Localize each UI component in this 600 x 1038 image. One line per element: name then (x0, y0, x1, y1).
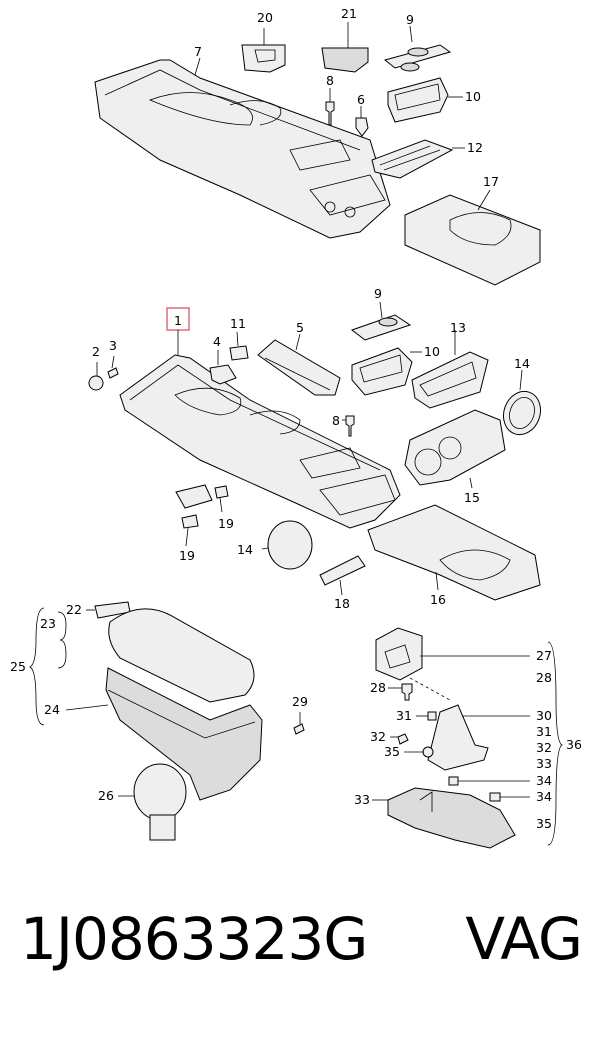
callout-22: 22 (66, 602, 82, 617)
callout-26: 26 (98, 788, 114, 803)
part-34-clip-a (448, 776, 459, 786)
part-number: 1J0863323G (20, 905, 368, 973)
callout-7: 7 (194, 44, 202, 59)
footer: 1J0863323G VAG (0, 905, 600, 1005)
part-6-clip (355, 117, 369, 137)
part-28-screw (401, 683, 413, 701)
part-8-screw-mid (345, 415, 355, 437)
leader-lines (29, 22, 563, 846)
callout-6: 6 (357, 92, 365, 107)
callout-10: 10 (424, 344, 440, 359)
part-17-cupholder (404, 194, 541, 286)
brand-name: VAG (465, 905, 583, 973)
callout-19: 19 (179, 548, 195, 563)
part-12-bracket (371, 139, 454, 179)
part-14-ring (502, 390, 542, 436)
callout-17: 17 (483, 174, 499, 189)
part-32-screw (397, 733, 409, 745)
callout-16: 16 (430, 592, 446, 607)
callout-11: 11 (230, 316, 246, 331)
callout-21: 21 (341, 6, 357, 21)
callout-8: 8 (332, 413, 340, 428)
callout-33: 33 (536, 756, 552, 771)
part-20-switch (241, 44, 286, 73)
part-19-clip-a (175, 484, 213, 509)
callout-9: 9 (374, 286, 382, 301)
part-27-bracket (375, 627, 423, 681)
callout-2: 2 (92, 344, 100, 359)
callout-5: 5 (296, 320, 304, 335)
callout-34: 34 (536, 773, 552, 788)
callout-33: 33 (354, 792, 370, 807)
callout-8: 8 (326, 73, 334, 88)
part-30-hinge (427, 704, 489, 771)
callout-14: 14 (237, 542, 253, 557)
callout-31: 31 (536, 724, 552, 739)
part-34-clip-b (489, 792, 501, 802)
part-13-tray (411, 351, 489, 409)
part-31-screw (427, 711, 437, 721)
part-15-cupholder (404, 409, 506, 486)
part-16-frame (367, 504, 541, 601)
callout-36: 36 (566, 737, 582, 752)
middle-console-group (88, 307, 542, 601)
callout-30: 30 (536, 708, 552, 723)
part-5-cover (257, 339, 341, 396)
part-10-tray-top (387, 77, 449, 123)
part-3-screw (107, 367, 119, 379)
part-19-clip-b (181, 514, 199, 529)
part-9-mat-mid (350, 314, 412, 341)
part-2-cap (88, 375, 104, 391)
top-console-group (94, 44, 541, 286)
part-26-cap (133, 763, 187, 821)
callout-14: 14 (514, 356, 530, 371)
callout-19: 19 (218, 516, 234, 531)
callout-4: 4 (213, 334, 221, 349)
callout-1: 1 (174, 313, 182, 328)
callout-9: 9 (406, 12, 414, 27)
part-23-lid (108, 608, 255, 703)
callout-28: 28 (536, 670, 552, 685)
callout-32: 32 (536, 740, 552, 755)
part-10-tray-mid (351, 347, 413, 396)
mechanism-group (375, 627, 516, 849)
callout-27: 27 (536, 648, 552, 663)
part-14-cap (267, 520, 313, 570)
callout-labels: 20 21 9 7 8 6 10 12 17 1 11 5 9 13 2 3 4… (10, 6, 582, 831)
callout-24: 24 (44, 702, 60, 717)
callout-12: 12 (467, 140, 483, 155)
part-11-plate (229, 345, 249, 361)
callout-31: 31 (396, 708, 412, 723)
part-21-grille (321, 47, 369, 73)
callout-15: 15 (464, 490, 480, 505)
parts-exploded-diagram: 20 21 9 7 8 6 10 12 17 1 11 5 9 13 2 3 4… (10, 6, 582, 849)
callout-23: 23 (40, 616, 56, 631)
callout-3: 3 (109, 338, 117, 353)
part-33-base (387, 787, 516, 849)
callout-13: 13 (450, 320, 466, 335)
part-24-base (105, 667, 263, 801)
callout-20: 20 (257, 10, 273, 25)
part-1-console (119, 354, 401, 529)
part-18-strip (319, 555, 366, 586)
part-29-screw (293, 723, 305, 735)
callout-25: 25 (10, 659, 26, 674)
part-35-nut (422, 746, 434, 758)
callout-10: 10 (465, 89, 481, 104)
callout-35: 35 (384, 744, 400, 759)
callout-32: 32 (370, 729, 386, 744)
callout-29: 29 (292, 694, 308, 709)
part-4-switch (209, 364, 237, 385)
callout-18: 18 (334, 596, 350, 611)
part-8-screw-top (325, 101, 335, 126)
armrest-group (94, 601, 305, 841)
callout-28: 28 (370, 680, 386, 695)
callout-34: 34 (536, 789, 552, 804)
part-7-console (94, 59, 391, 239)
callout-35: 35 (536, 816, 552, 831)
